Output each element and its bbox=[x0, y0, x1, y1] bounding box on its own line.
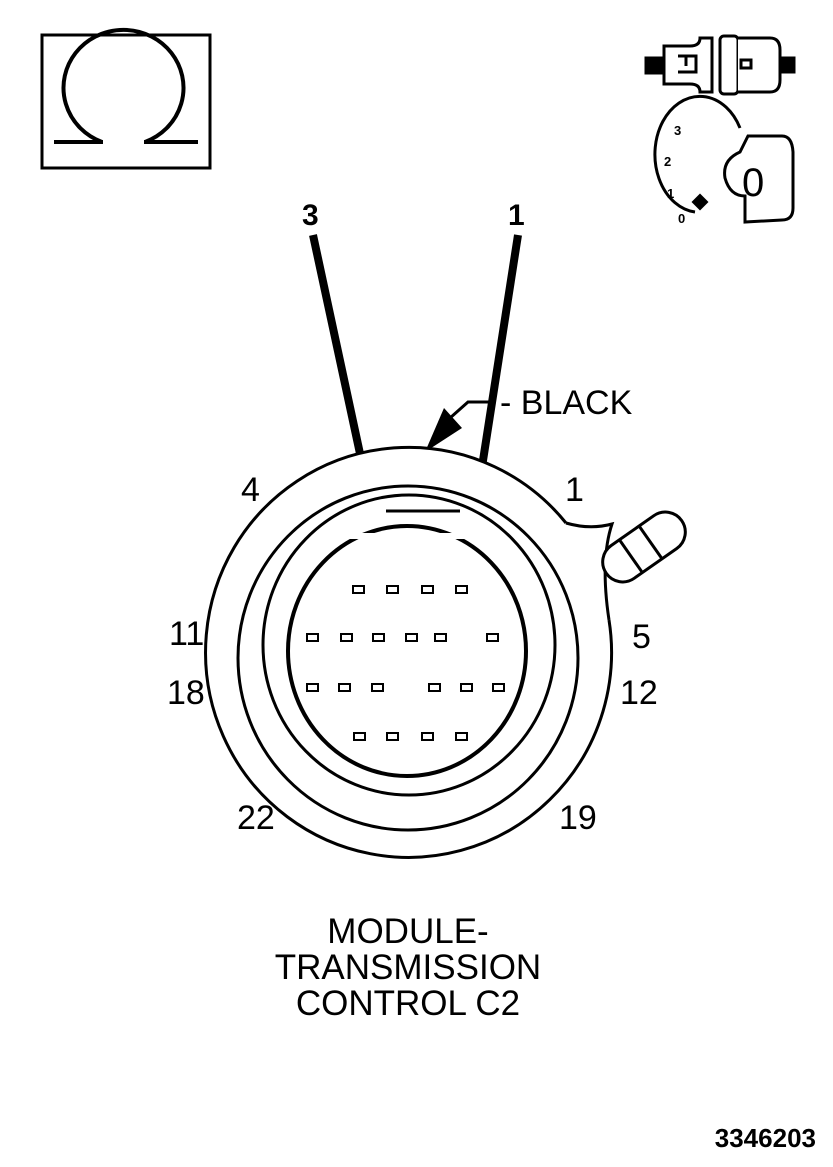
key-label: 0 bbox=[742, 161, 764, 205]
cavity-number-11: 11 bbox=[169, 615, 204, 653]
connector-disconnected-icon bbox=[644, 34, 796, 96]
ohmmeter-icon bbox=[40, 27, 212, 170]
cavity bbox=[460, 683, 473, 692]
cavity-number-1: 1 bbox=[565, 471, 584, 509]
cavity bbox=[455, 732, 468, 741]
cavity bbox=[306, 633, 319, 642]
cavity-number-5: 5 bbox=[632, 618, 651, 656]
cavity bbox=[386, 585, 399, 594]
key-position-0: 0 bbox=[678, 211, 685, 226]
cavity-number-4: 4 bbox=[241, 471, 260, 509]
probe-label-right: 1 bbox=[508, 199, 525, 232]
cavity bbox=[338, 683, 351, 692]
cavity bbox=[353, 732, 366, 741]
cavity bbox=[421, 732, 434, 741]
connector-title-line3: CONTROL C2 bbox=[296, 984, 520, 1023]
figure-code: 3346203 bbox=[715, 1123, 816, 1153]
cavity bbox=[372, 633, 385, 642]
key-position-3: 3 bbox=[674, 123, 681, 138]
cavity bbox=[421, 585, 434, 594]
ignition-key-icon: 3 2 1 0 0 bbox=[653, 94, 795, 226]
cavity bbox=[434, 633, 447, 642]
connector-title-line2: TRANSMISSION bbox=[275, 948, 541, 987]
connector-title-line1: MODULE- bbox=[327, 912, 488, 951]
key-position-2: 2 bbox=[664, 154, 671, 169]
cavity-number-18: 18 bbox=[167, 674, 205, 712]
cavity bbox=[428, 683, 441, 692]
cavity bbox=[492, 683, 505, 692]
cavity-number-22: 22 bbox=[237, 799, 275, 837]
cavity-grid bbox=[306, 585, 505, 741]
cavity bbox=[455, 585, 468, 594]
key-position-1: 1 bbox=[667, 186, 674, 201]
probe-label-left: 3 bbox=[302, 199, 319, 232]
cavity bbox=[486, 633, 499, 642]
cavity-number-12: 12 bbox=[620, 674, 658, 712]
cavity bbox=[306, 683, 319, 692]
connector-body bbox=[204, 445, 687, 859]
cavity bbox=[352, 585, 365, 594]
cavity bbox=[340, 633, 353, 642]
wire-color-label: - BLACK bbox=[500, 384, 633, 422]
cavity-number-19: 19 bbox=[559, 799, 597, 837]
cavity bbox=[371, 683, 384, 692]
cavity bbox=[386, 732, 399, 741]
wire-color-pointer bbox=[425, 400, 492, 452]
cavity bbox=[405, 633, 418, 642]
